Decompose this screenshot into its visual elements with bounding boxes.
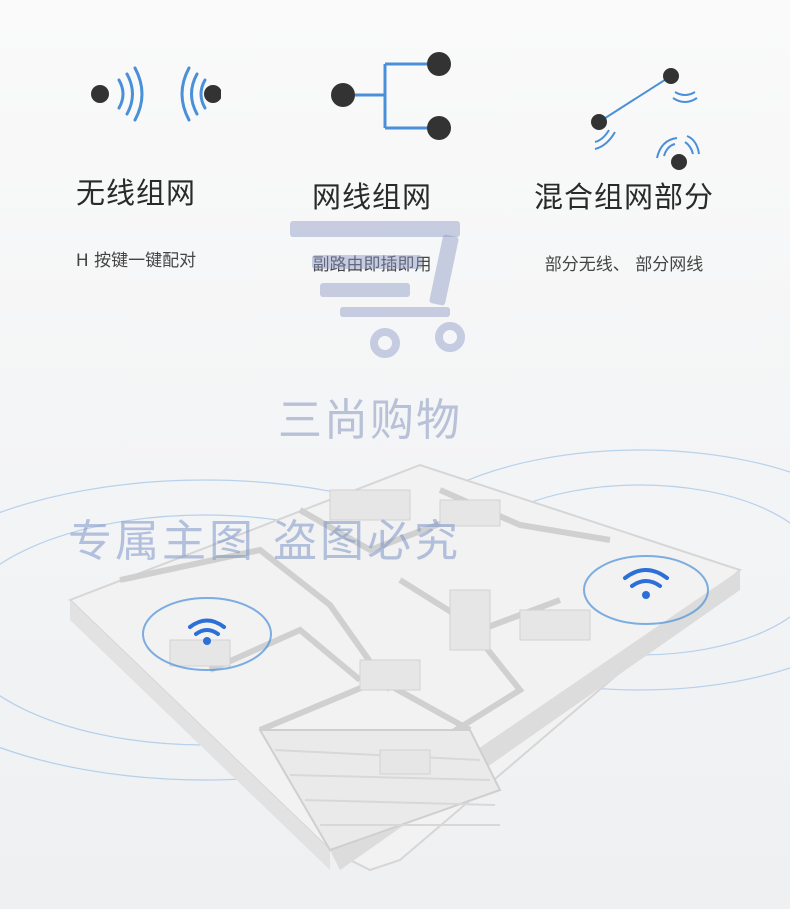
feature-wireless: 无线组网 H 按键一键配对 [16, 50, 256, 271]
hybrid-network-icon [591, 68, 700, 170]
feature-desc: 副路由即插即用 [252, 250, 492, 275]
wired-branch-icon [331, 52, 451, 140]
wifi-coverage-floorplan [0, 449, 790, 872]
feature-title: 网线组网 [311, 180, 432, 214]
feature-wired: 网线组网 副路由即插即用 [252, 50, 492, 275]
feature-hybrid: 混合组网部分 部分无线、 部分网线 [504, 50, 744, 275]
wireless-pair-icon [91, 66, 221, 122]
feature-desc: H 按键一键配对 [75, 251, 197, 271]
shopping-cart-watermark-icon [290, 221, 465, 358]
feature-desc: 部分无线、 部分网线 [544, 255, 704, 275]
feature-title: 混合组网部分 [533, 180, 714, 214]
feature-title: 无线组网 [75, 176, 196, 210]
